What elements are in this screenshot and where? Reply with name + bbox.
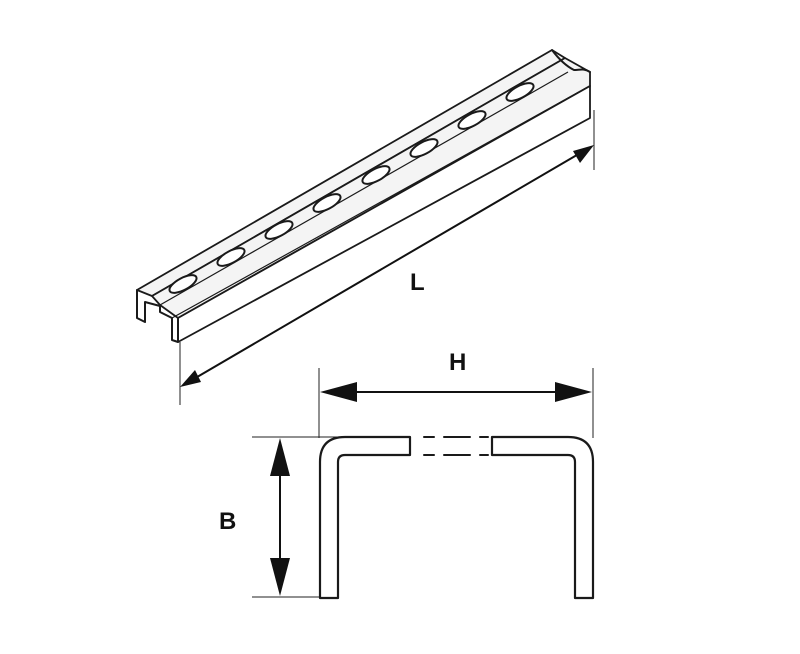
slot-row: [168, 82, 535, 294]
channel-inner-edge: [159, 71, 569, 306]
profile-left-half: [318, 435, 412, 600]
slot: [216, 247, 246, 267]
length-dimension-line: [191, 151, 583, 381]
channel-front-face: [177, 85, 591, 343]
length-arrow-right: [573, 145, 594, 163]
width-label: H: [449, 349, 466, 376]
slot: [457, 110, 487, 130]
channel-front-edge: [171, 87, 587, 319]
slot: [312, 193, 342, 213]
width-arrow-right: [555, 382, 592, 402]
channel-end-profile: [136, 289, 179, 343]
channel-end-notch: [551, 49, 591, 73]
length-arrow-left: [180, 370, 201, 387]
perforated-channel: [136, 49, 591, 343]
height-arrow-top: [270, 438, 290, 476]
height-arrow-bottom: [270, 558, 290, 596]
slot: [264, 220, 294, 240]
profile-right-half: [490, 435, 595, 600]
cross-section-profile: [318, 435, 595, 600]
slot: [168, 274, 198, 294]
length-label: L: [410, 269, 425, 296]
slot: [361, 165, 391, 185]
height-label: B: [219, 508, 236, 535]
height-dimension: B: [219, 436, 345, 598]
width-dimension: H: [318, 349, 594, 438]
left-flange-top: [136, 49, 566, 297]
length-dimension: L: [179, 110, 595, 405]
slot: [409, 138, 439, 158]
slot: [505, 82, 535, 102]
profile-break-lines: [423, 436, 489, 456]
width-arrow-left: [320, 382, 357, 402]
